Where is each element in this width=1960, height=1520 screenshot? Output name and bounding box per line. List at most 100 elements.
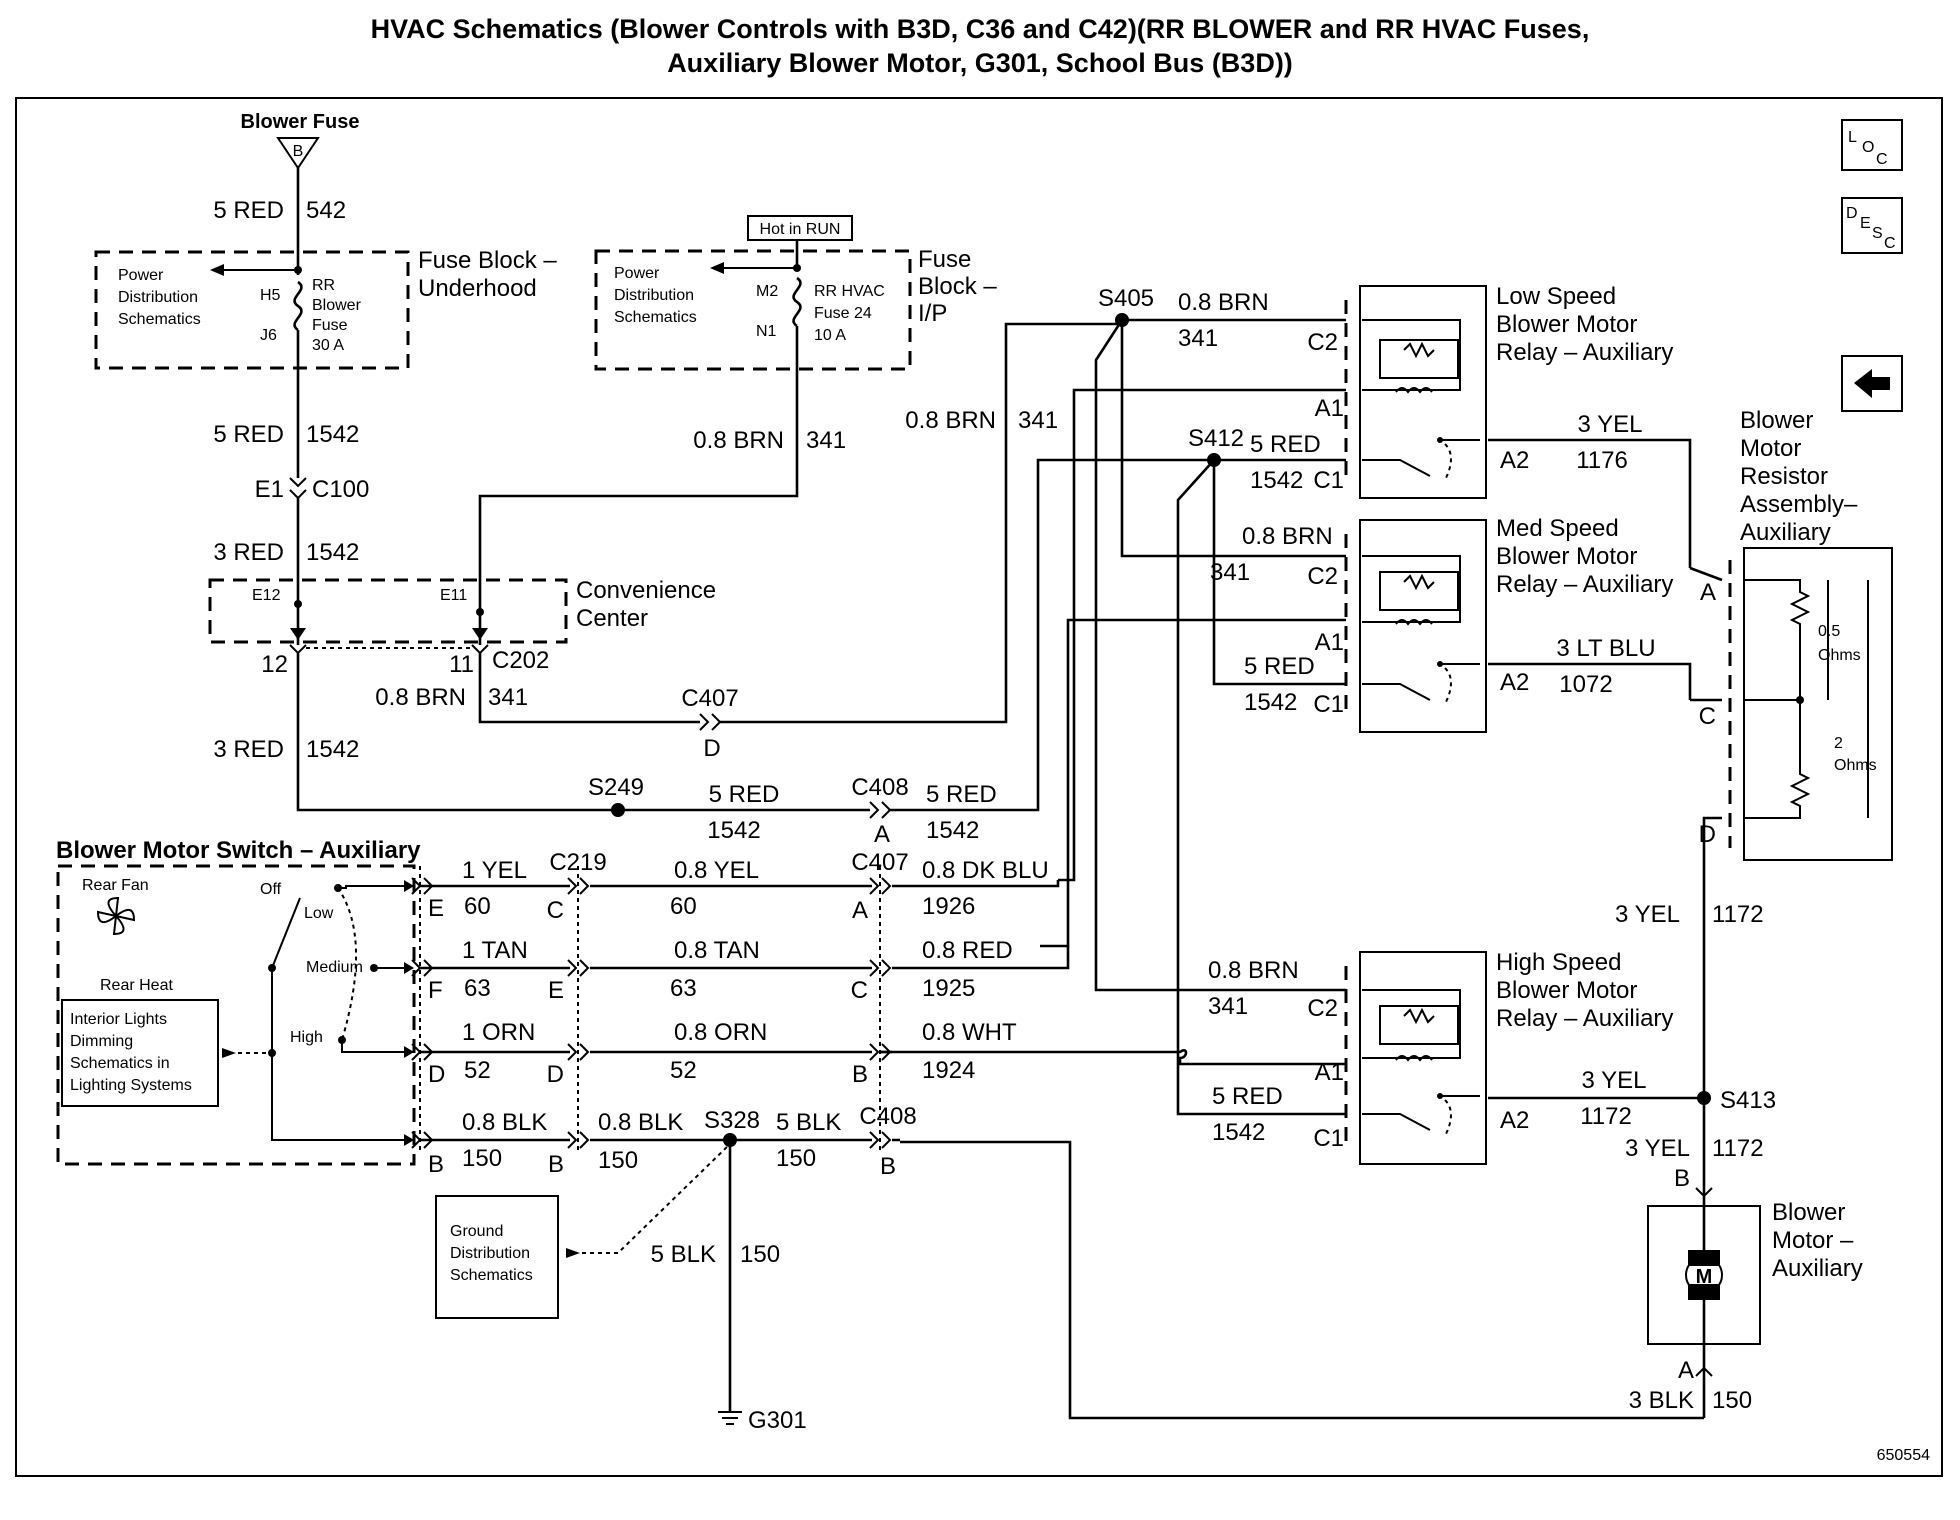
svg-text:C2: C2 (1307, 563, 1338, 590)
svg-text:1542: 1542 (1244, 689, 1297, 716)
svg-text:Schematics in: Schematics in (70, 1055, 170, 1072)
svg-text:5 BLK: 5 BLK (651, 1241, 716, 1268)
svg-text:C1: C1 (1313, 1125, 1344, 1152)
svg-text:341: 341 (1018, 407, 1058, 434)
svg-text:0.8 TAN: 0.8 TAN (674, 937, 760, 964)
svg-text:Distribution: Distribution (614, 287, 694, 304)
g301-label: G301 (748, 1407, 807, 1434)
svg-text:63: 63 (670, 975, 697, 1002)
c202-pin-12: 12 (261, 651, 288, 678)
switch-wire-row-2: F 1 TAN 63 E 0.8 TAN 63 C 0.8 RED 1925 (411, 937, 1070, 1004)
svg-text:0.8 BRN: 0.8 BRN (1242, 523, 1333, 550)
svg-text:1542: 1542 (1250, 467, 1303, 494)
svg-text:C: C (1884, 235, 1896, 252)
svg-text:60: 60 (464, 893, 491, 920)
svg-text:L: L (1848, 129, 1857, 146)
svg-text:0.8 BRN: 0.8 BRN (1178, 289, 1269, 316)
svg-text:341: 341 (1178, 325, 1218, 352)
svg-text:3 RED: 3 RED (213, 736, 284, 763)
svg-text:High: High (290, 1029, 323, 1046)
svg-text:150: 150 (740, 1241, 780, 1268)
svg-text:0.8 ORN: 0.8 ORN (674, 1019, 767, 1046)
blower-motor-resistor-assembly (1743, 547, 1893, 861)
convenience-center (208, 578, 568, 644)
desc-icon[interactable]: D E S C (1841, 197, 1903, 254)
svg-text:Fuse Block –: Fuse Block – (418, 247, 557, 274)
loc-icon[interactable]: L O C (1841, 119, 1903, 171)
blower-motor-switch (56, 864, 416, 1166)
svg-text:A: A (1700, 579, 1716, 606)
svg-text:B: B (852, 1061, 868, 1088)
svg-text:5 RED: 5 RED (213, 197, 284, 224)
svg-text:150: 150 (776, 1145, 816, 1172)
svg-text:S412: S412 (1188, 425, 1244, 452)
svg-text:E12: E12 (252, 587, 281, 604)
schematic-frame (15, 97, 1943, 1477)
svg-text:3 YEL: 3 YEL (1625, 1135, 1690, 1162)
svg-text:Blower Motor: Blower Motor (1496, 311, 1637, 338)
svg-text:Auxiliary: Auxiliary (1740, 519, 1831, 546)
svg-text:Underhood: Underhood (418, 275, 537, 302)
c100-connector (289, 477, 307, 500)
svg-text:S413: S413 (1720, 1087, 1776, 1114)
svg-text:E: E (428, 895, 444, 922)
svg-text:C: C (547, 897, 564, 924)
svg-text:Low: Low (304, 905, 334, 922)
svg-text:1 YEL: 1 YEL (462, 857, 527, 884)
svg-text:A: A (874, 821, 890, 848)
svg-text:0.8 BRN: 0.8 BRN (375, 684, 466, 711)
svg-text:5 RED: 5 RED (709, 781, 780, 808)
interior-lights-dimming-box (61, 999, 219, 1107)
svg-text:S: S (1872, 225, 1883, 242)
svg-text:B: B (293, 143, 304, 160)
svg-text:150: 150 (598, 1147, 638, 1174)
c202-label: C202 (492, 647, 549, 674)
svg-text:Relay – Auxiliary: Relay – Auxiliary (1496, 1005, 1673, 1032)
back-arrow-icon[interactable] (1841, 355, 1903, 412)
s249-splice (611, 803, 625, 817)
svg-text:5 RED: 5 RED (926, 781, 997, 808)
svg-text:D: D (703, 735, 720, 762)
svg-text:Medium: Medium (306, 959, 363, 976)
svg-text:1542: 1542 (1212, 1119, 1265, 1146)
svg-text:3 LT BLU: 3 LT BLU (1556, 635, 1655, 662)
svg-text:Power: Power (118, 267, 164, 284)
svg-text:N1: N1 (756, 323, 777, 340)
svg-text:Resistor: Resistor (1740, 463, 1828, 490)
svg-text:Block –: Block – (918, 273, 997, 300)
switch-wire-row-3: D 1 ORN 52 D 0.8 ORN 52 B 0.8 WHT 1924 (411, 1019, 1017, 1088)
svg-text:341: 341 (806, 427, 846, 454)
switch-wire-row-1: E 1 YEL 60 C 0.8 YEL 60 A 0.8 DK BLU 192… (411, 857, 1060, 924)
svg-text:J6: J6 (260, 327, 277, 344)
svg-text:5 RED: 5 RED (1250, 431, 1321, 458)
diagram-title: HVAC Schematics (Blower Controls with B3… (0, 12, 1960, 80)
svg-text:D: D (428, 1061, 445, 1088)
c407-d-connector (699, 713, 722, 731)
svg-text:63: 63 (464, 975, 491, 1002)
c219-label: C219 (549, 849, 606, 876)
fuse-block-underhood (94, 250, 410, 370)
svg-text:D: D (1699, 821, 1716, 848)
svg-text:B: B (548, 1151, 564, 1178)
c202-pin-11: 11 (449, 651, 474, 678)
svg-text:A2: A2 (1500, 669, 1529, 696)
svg-text:0.8 BLK: 0.8 BLK (598, 1109, 683, 1136)
svg-text:F: F (428, 977, 443, 1004)
svg-text:0.8 BLK: 0.8 BLK (462, 1109, 547, 1136)
svg-text:S249: S249 (588, 774, 644, 801)
svg-text:C408: C408 (851, 774, 908, 801)
svg-text:5 RED: 5 RED (1212, 1083, 1283, 1110)
svg-text:C1: C1 (1313, 467, 1344, 494)
svg-text:E: E (548, 977, 564, 1004)
c407-label: C407 (851, 849, 908, 876)
svg-text:Convenience: Convenience (576, 577, 716, 604)
svg-text:542: 542 (306, 197, 346, 224)
high-speed-relay (1359, 951, 1487, 1165)
hot-in-run-box (747, 215, 853, 241)
svg-text:5 RED: 5 RED (1244, 653, 1315, 680)
fan-icon (96, 896, 136, 936)
svg-text:Blower: Blower (312, 297, 362, 314)
blower-fuse-label: Blower Fuse (241, 111, 360, 133)
svg-text:High Speed: High Speed (1496, 949, 1621, 976)
